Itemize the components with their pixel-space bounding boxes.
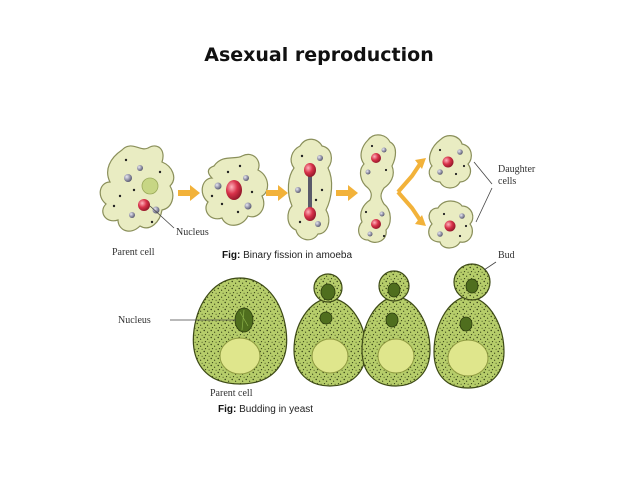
yeast-cell-medium-bud (361, 270, 431, 387)
arrow-icon (178, 185, 200, 201)
yeast-parent-cell-label: Parent cell (210, 388, 253, 399)
bud-label: Bud (498, 250, 515, 261)
amoeba-parent-cell-label: Parent cell (112, 247, 155, 258)
amoeba-stage-4 (358, 134, 397, 243)
yeast-caption: Fig: Budding in yeast (218, 404, 313, 415)
yeast-cell-large-bud (433, 263, 505, 389)
daughter-cell-bottom (428, 200, 474, 249)
bud-pointer-line (483, 261, 497, 271)
yeast-cell-small-bud (293, 273, 367, 387)
yeast-parent-cell (192, 277, 288, 385)
amoeba-parent-cell (99, 145, 175, 232)
arrow-icon (266, 185, 288, 201)
nucleus-pointer-line (149, 205, 175, 229)
daughter-cells-label-line1: Daughter (498, 164, 536, 175)
yeast-caption-prefix: Fig: (218, 404, 236, 415)
amoeba-stage-3 (287, 138, 333, 241)
daughter-pointer-lines (473, 161, 493, 223)
daughter-cell-top (428, 135, 472, 189)
yeast-nucleus-label: Nucleus (118, 315, 151, 326)
split-arrow-icon (396, 158, 426, 226)
amoeba-nucleus-label: Nucleus (176, 227, 209, 238)
daughter-cells-label-line2: cells (498, 176, 516, 187)
amoeba-caption-text: Binary fission in amoeba (240, 250, 352, 261)
amoeba-caption-prefix: Fig: (222, 250, 240, 261)
amoeba-stage-2 (201, 153, 269, 226)
amoeba-nucleus (138, 199, 150, 211)
arrow-icon (336, 185, 358, 201)
yeast-caption-text: Budding in yeast (236, 404, 313, 415)
slide-title: Asexual reproduction (204, 44, 434, 66)
amoeba-caption: Fig: Binary fission in amoeba (222, 250, 352, 261)
